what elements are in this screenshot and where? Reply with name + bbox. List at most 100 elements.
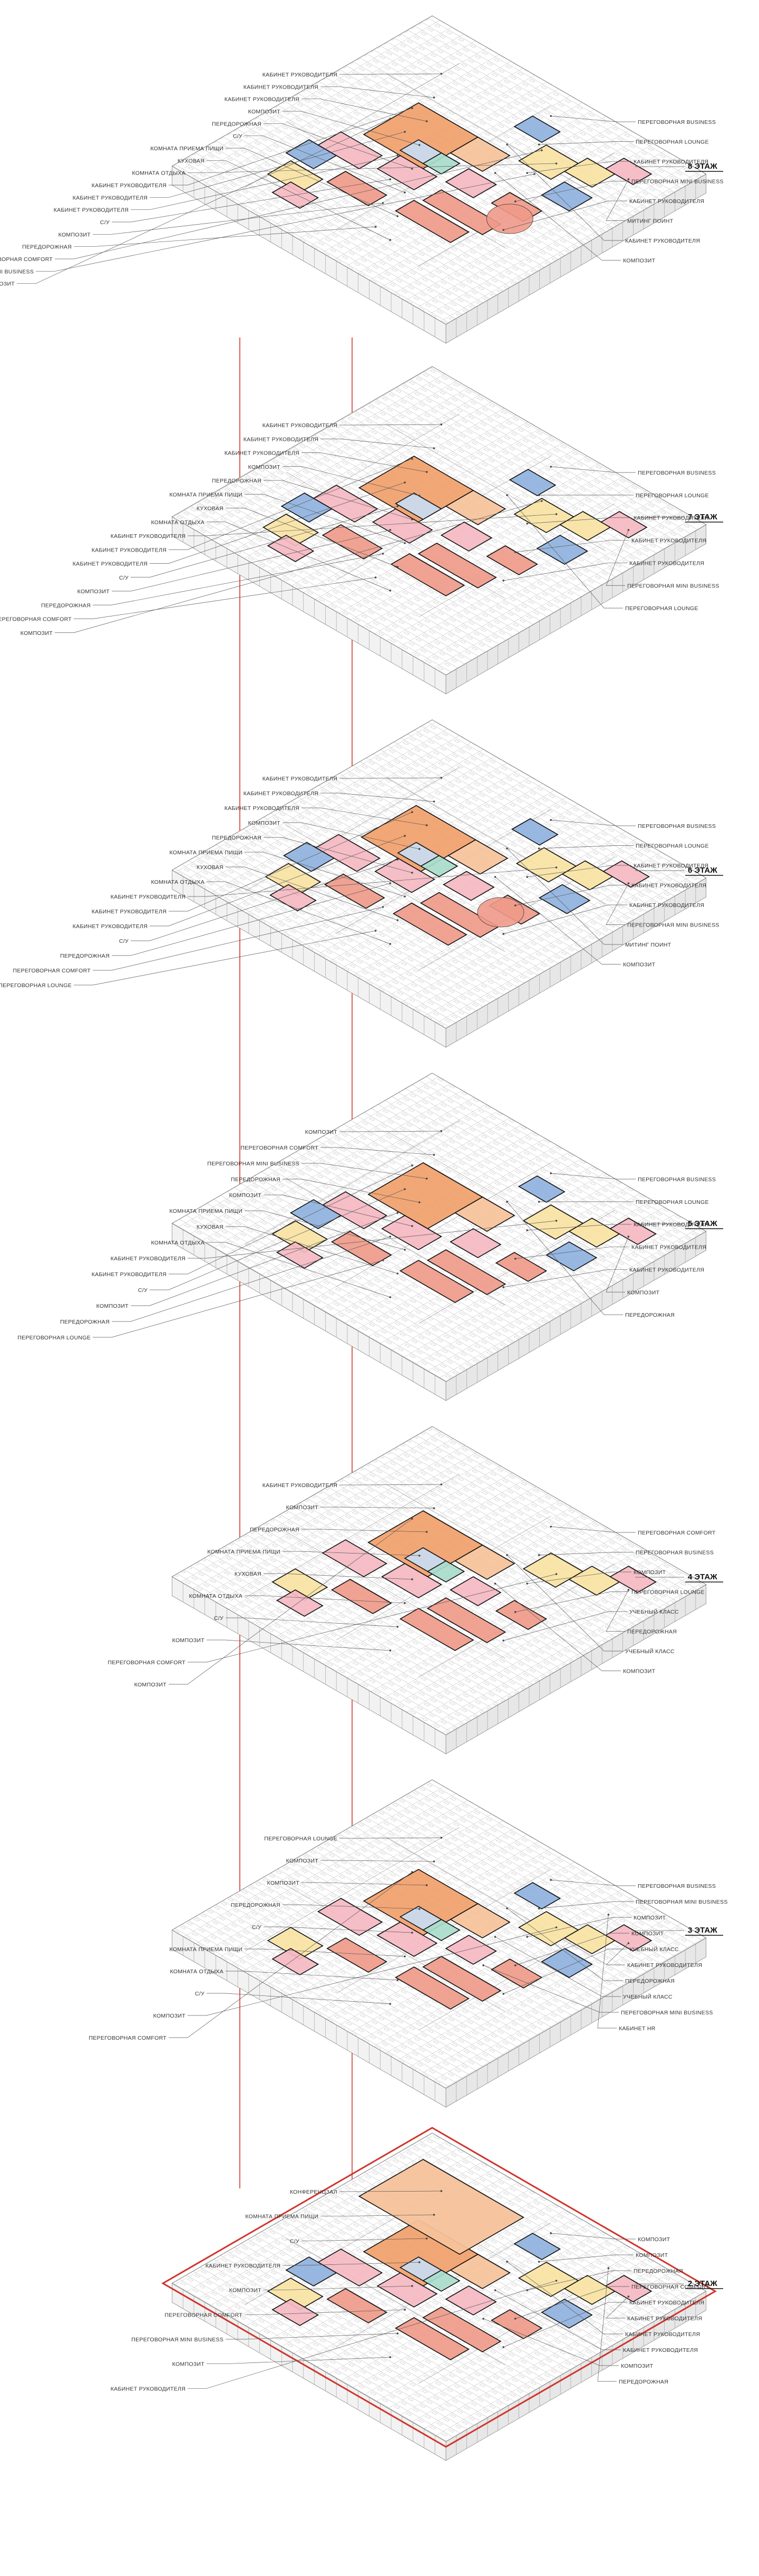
meeting-point-zone [486,204,533,234]
room-zone [271,2299,319,2326]
room-label: КУХОВАЯ [197,506,223,512]
leader-line [515,1591,629,1613]
leader-line [507,2261,623,2334]
room-zone [605,2275,653,2302]
leader-dot [411,1578,413,1580]
leader-dot [627,1236,630,1238]
leader-dot [389,1236,392,1238]
interior-wall [386,1131,606,1258]
room-label: УЧЕБНЫЙ КЛАСС [629,1608,679,1615]
leader-dot [433,1507,435,1509]
leader-dot [433,1860,435,1863]
leader-line [283,466,420,496]
leader-line [320,86,434,98]
leader-dot [526,523,528,525]
room-label: КОМНАТА ПРИЕМА ПИЩИ [207,1549,280,1555]
leader-line [539,1901,634,1909]
floor-title: 8 ЭТАЖ [688,162,717,171]
leader-line [188,514,557,536]
room-label: КАБИНЕТ РУКОВОДИТЕЛЯ [244,436,318,442]
leader-dot [440,1130,443,1132]
leader-dot [411,2285,413,2287]
room-zone [324,873,385,909]
room-label: ПЕРЕГОВОРНАЯ BUSINESS [638,1176,716,1183]
room-zone [518,144,579,180]
leader-line [283,1179,420,1203]
leader-dot [502,229,504,231]
room-zone [280,493,333,523]
leader-line [503,200,627,230]
room-label: ПЕРЕГОВОРНАЯ COMFORT [13,968,91,974]
leader-dot [506,847,508,850]
leader-line [150,131,405,198]
room-zone [445,490,507,525]
floor-title: 2 ЭТАЖ [688,2279,717,2288]
leader-dot [555,1573,558,1575]
room-label: КОМПОЗИТ [134,1682,167,1688]
room-zone [420,855,459,877]
leader-dot [389,118,392,120]
floor-title: 5 ЭТАЖ [688,1219,717,1228]
leader-dot [433,800,435,803]
room-label: КАБИНЕТ HR [619,2025,656,2032]
leader-dot [382,1259,384,1261]
room-label: КОМПОЗИТ [623,1668,656,1675]
leader-dot [538,1201,540,1203]
leader-line [503,1269,627,1288]
room-label: ПЕРЕГОВОРНАЯ LOUNGE [636,843,709,850]
leader-dot [538,494,540,496]
room-label: КОМПОЗИТ [627,1289,660,1296]
room-label: КАБИНЕТ РУКОВОДИТЕЛЯ [629,902,704,909]
leader-line [495,876,621,964]
room-zone [447,839,509,875]
meeting-point-zone [477,897,524,928]
leader-line [339,1484,442,1485]
leader-dot [514,1964,517,1966]
leader-line [507,1908,623,1981]
room-label: ПЕРЕГОВОРНАЯ LOUNGE [636,139,709,146]
leader-line [495,1583,621,1671]
leader-line [188,163,557,173]
room-zone [422,1956,502,2002]
room-zone [536,535,588,565]
leader-line [301,452,427,472]
room-label: КАБИНЕТ РУКОВОДИТЕЛЯ [244,84,318,90]
leader-dot [494,1936,497,1938]
leader-line [320,1860,434,1862]
room-label: КОМПОЗИТ [623,962,656,968]
leader-dot [555,866,558,869]
room-label: КАБИНЕТ РУКОВОДИТЕЛЯ [634,159,708,165]
room-label: ПЕРЕДОРОЖНАЯ [22,244,72,250]
leader-dot [502,1286,504,1288]
room-label: КАБИНЕТ РУКОВОДИТЕЛЯ [111,1256,186,1262]
leader-line [207,522,391,591]
room-zone [381,1563,442,1598]
leader-dot [526,2289,528,2291]
room-zone [445,2285,497,2315]
leader-dot [555,1926,558,1928]
leader-line [226,148,398,217]
room-label: ПЕРЕГОВОРНАЯ MINI BUSINESS [207,1161,299,1167]
leader-dot [627,2295,630,2298]
interior-wall [386,1484,606,1612]
leader-line [495,1936,621,1997]
room-label: С/У [214,1615,223,1622]
leader-line [507,1201,623,1315]
room-label: С/У [100,219,110,226]
room-zone [518,1175,566,1203]
room-label: ПЕРЕГОВОРНАЯ MINI BUSINESS [631,179,724,185]
room-label: ПЕРЕДОРОЖНАЯ [41,602,91,609]
leader-dot [411,1164,413,1166]
room-zone [390,553,465,596]
room-label: КОМПОЗИТ [77,588,110,595]
interior-wall [386,1837,606,1965]
leader-line [301,1163,427,1179]
leader-line [606,1236,629,1292]
room-label: КОМНАТА ПРИЕМА ПИЩИ [150,146,223,152]
leader-dot [627,1589,630,1591]
room-label: КАБИНЕТ РУКОВОДИТЕЛЯ [262,1482,337,1489]
room-label: МИТИНГ ПОИНТ [625,942,672,948]
leader-line [226,1971,398,1981]
leader-dot [418,495,421,497]
